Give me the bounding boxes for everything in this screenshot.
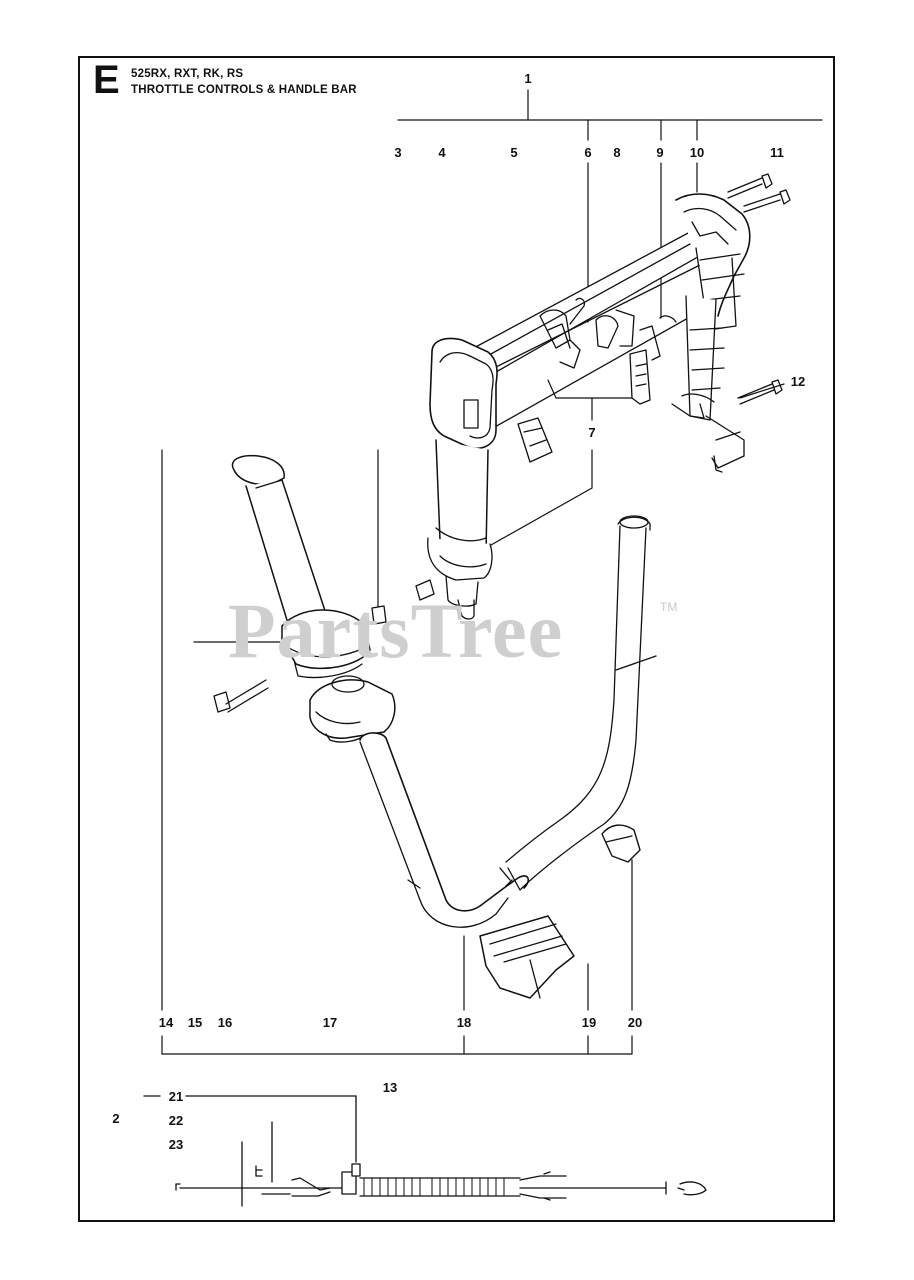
callout-12: 12 [790,374,806,389]
callout-18: 18 [456,1015,472,1030]
callout-7: 7 [588,425,596,440]
callout-10: 10 [689,145,705,160]
callout-8: 8 [613,145,621,160]
callout-17: 17 [322,1015,338,1030]
watermark: PartsTree [228,587,564,674]
callout-22: 22 [168,1113,184,1128]
handle-bar-tube [359,515,657,928]
section-letter: E [93,58,120,102]
callout-4: 4 [438,145,446,160]
callout-14: 14 [158,1015,174,1030]
callout-11: 11 [770,145,784,160]
handle-grip-assembly [193,454,396,743]
callout-21: 21 [168,1089,184,1104]
callout-13: 13 [382,1080,398,1095]
callout-1: 1 [524,71,532,86]
diagram-frame [78,56,835,1222]
callout-2: 2 [112,1111,120,1126]
callout-15: 15 [187,1015,203,1030]
callout-16: 16 [217,1015,233,1030]
watermark-trademark: TM [660,600,678,614]
callout-20: 20 [627,1015,643,1030]
callout-3: 3 [394,145,402,160]
callout-5: 5 [510,145,518,160]
callout-19: 19 [581,1015,597,1030]
handle-clip-parts [479,824,641,999]
callout-23: 23 [168,1137,184,1152]
callout-9: 9 [656,145,664,160]
diagram-title: THROTTLE CONTROLS & HANDLE BAR [131,84,357,96]
model-list: 525RX, RXT, RK, RS [131,68,244,80]
throttle-cable [143,1095,707,1207]
bottom-leader-lines [161,449,633,1055]
callout-6: 6 [584,145,592,160]
throttle-handle-assembly [415,173,791,620]
